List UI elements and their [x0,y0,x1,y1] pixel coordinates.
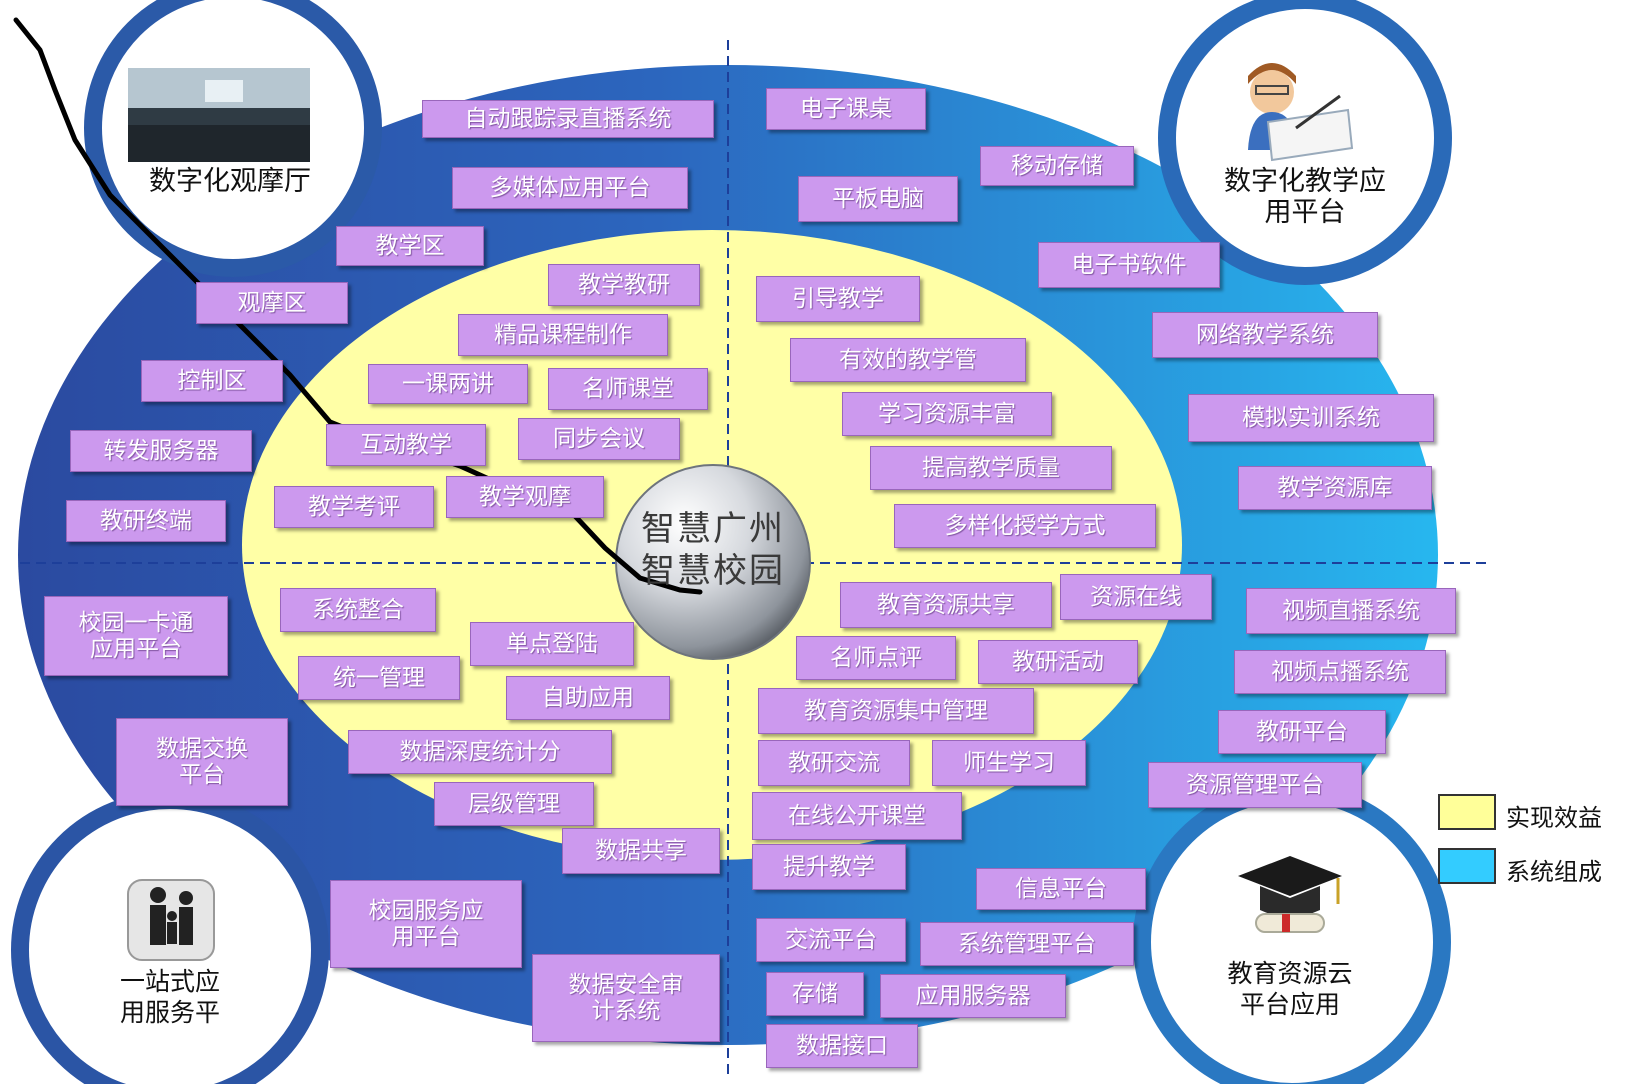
label-famous-teacher-review: 名师点评 [796,636,956,680]
graduation-cap-icon [1238,856,1342,933]
teacher-icon [1248,63,1354,162]
label-teaching-research: 教学教研 [548,264,700,306]
label-hierarchical-management: 层级管理 [434,782,594,826]
lecture-hall-photo-icon [128,68,310,162]
label-online-open-class: 在线公开课堂 [752,792,962,840]
label-application-server: 应用服务器 [880,974,1066,1018]
label-observation-area: 观摩区 [196,282,348,324]
label-single-sign-on: 单点登陆 [470,622,634,666]
label-one-lesson-two-talks: 一课两讲 [368,364,528,404]
label-data-exchange-platform: 数据交换 平台 [116,718,288,806]
label-auto-tracking-broadcast: 自动跟踪录直播系统 [422,100,714,138]
label-system-management-platform: 系统管理平台 [920,922,1134,966]
label-guided-teaching: 引导教学 [756,276,920,322]
label-quality-course-production: 精品课程制作 [458,314,668,356]
label-data-interface: 数据接口 [766,1024,918,1068]
center-title: 智慧广州 智慧校园 [641,509,785,591]
label-campus-card-platform: 校园一卡通 应用平台 [44,596,228,676]
label-relay-server: 转发服务器 [70,430,252,472]
label-information-platform: 信息平台 [976,868,1146,910]
label-teacher-student-learning: 师生学习 [932,740,1086,786]
corner-title-bottom-left: 一站式应 用服务平 [119,967,220,1027]
label-exchange-platform: 交流平台 [756,918,906,962]
label-unified-management: 统一管理 [298,656,460,700]
label-research-platform: 教研平台 [1218,710,1386,754]
label-research-activities: 教研活动 [978,640,1138,684]
label-tablet-pc: 平板电脑 [798,176,958,222]
label-video-live-system: 视频直播系统 [1246,588,1456,634]
people-group-icon [127,879,215,961]
label-education-resource-sharing: 教育资源共享 [840,582,1052,628]
label-interactive-teaching: 互动教学 [326,424,486,466]
label-effective-teaching-management: 有效的教学管 [790,338,1026,382]
label-data-security-audit: 数据安全审 计系统 [532,954,720,1042]
legend-label-benefit: 实现效益 [1506,804,1602,832]
label-rich-learning-resources: 学习资源丰富 [842,392,1052,436]
label-data-deep-statistics: 数据深度统计分 [348,730,612,774]
label-improve-teaching-quality: 提高教学质量 [870,446,1112,490]
corner-title-bottom-right: 教育资源云 平台应用 [1227,959,1353,1019]
label-resource-centralized-management: 教育资源集中管理 [758,688,1034,734]
label-storage: 存储 [766,972,864,1016]
label-video-on-demand-system: 视频点播系统 [1234,650,1446,694]
legend-swatch-benefit [1438,794,1496,830]
legend-swatch-component [1438,848,1496,884]
label-teaching-resource-library: 教学资源库 [1238,466,1432,510]
label-resource-management-platform: 资源管理平台 [1148,762,1362,808]
legend-label-component: 系统组成 [1506,858,1602,886]
label-teaching-observation: 教学观摩 [446,476,604,518]
label-self-service-app: 自助应用 [506,676,670,720]
corner-title-top-right: 数字化教学应 用平台 [1224,166,1386,228]
label-diversified-teaching-methods: 多样化授学方式 [894,504,1156,548]
center-globe [615,464,811,660]
label-electronic-desk: 电子课桌 [766,88,926,130]
label-famous-teacher-class: 名师课堂 [548,368,708,410]
label-system-integration: 系统整合 [280,588,436,632]
label-improve-teaching: 提升教学 [752,844,906,890]
label-teaching-evaluation: 教学考评 [274,486,434,528]
label-campus-service-platform: 校园服务应 用平台 [330,880,522,968]
label-teaching-area: 教学区 [336,226,484,266]
label-resources-online: 资源在线 [1060,574,1212,620]
label-ebook-software: 电子书软件 [1038,242,1220,288]
label-mobile-storage: 移动存储 [980,146,1134,186]
label-data-sharing: 数据共享 [562,828,720,874]
corner-circle-bottom-right [1133,783,1451,1084]
corner-title-top-left: 数字化观摩厅 [149,166,311,197]
label-control-area: 控制区 [141,360,283,402]
label-simulation-training-system: 模拟实训系统 [1188,394,1434,442]
label-research-terminal: 教研终端 [66,500,226,542]
label-network-teaching-system: 网络教学系统 [1152,312,1378,358]
label-multimedia-platform: 多媒体应用平台 [452,167,688,209]
label-research-exchange: 教研交流 [758,740,910,786]
label-sync-meeting: 同步会议 [518,418,680,460]
